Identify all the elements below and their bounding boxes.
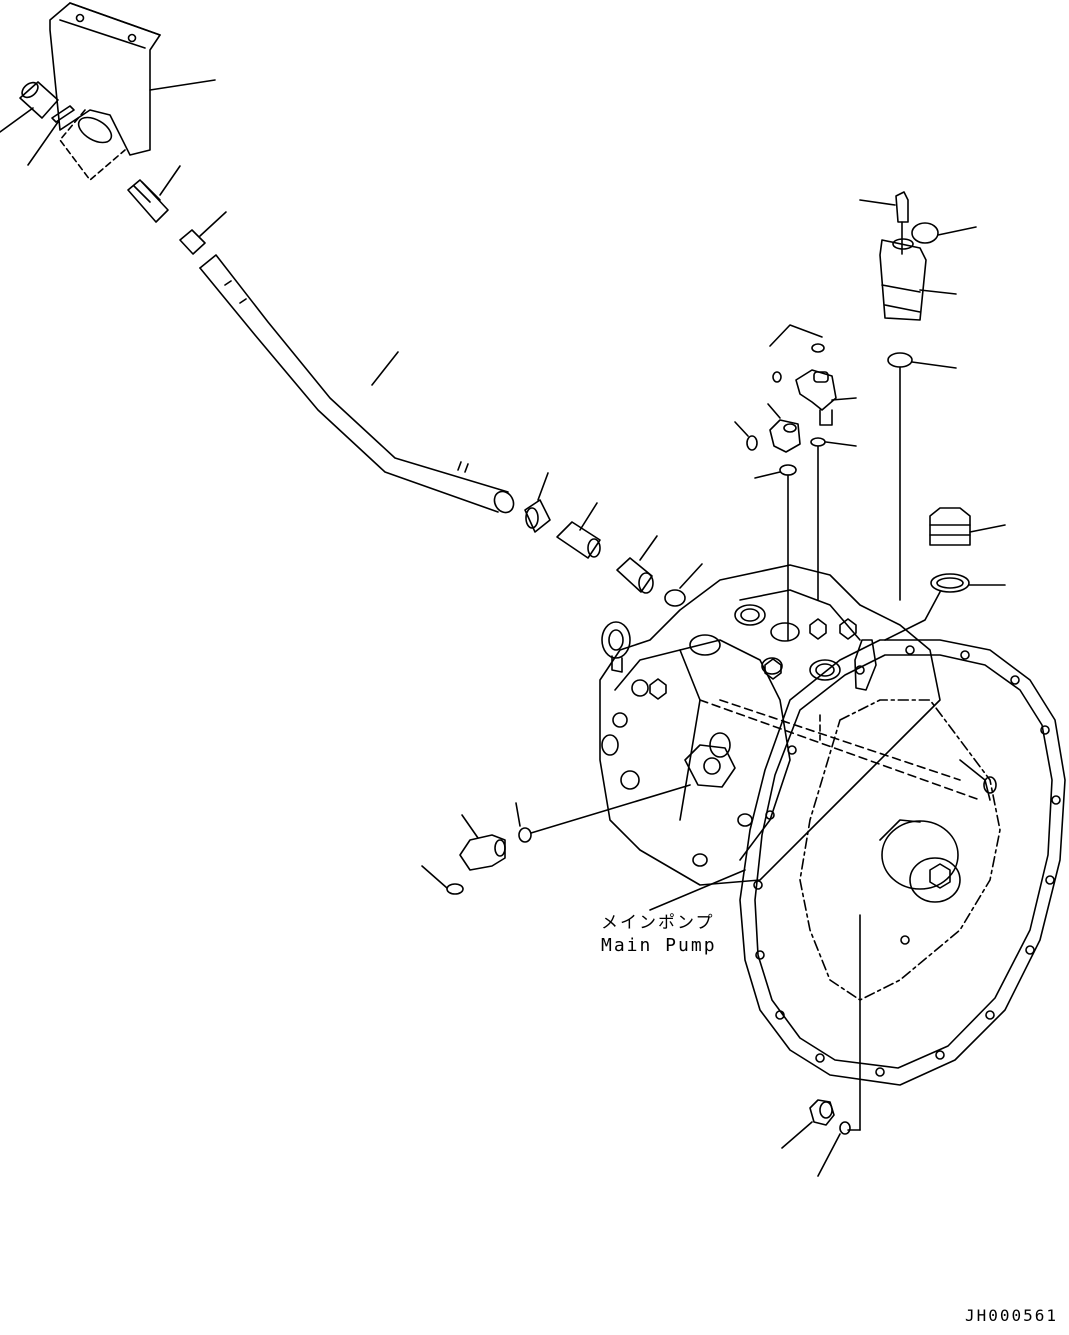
o-ring-connector	[664, 563, 703, 607]
o-ring-small-1	[769, 324, 825, 383]
plug-fitting-top-left	[0, 81, 59, 133]
o-ring-side	[515, 784, 691, 843]
o-ring-small-4	[754, 464, 797, 641]
o-ring-top-left	[27, 105, 75, 166]
o-ring-right	[884, 573, 1006, 641]
elbow-fitting-1	[795, 369, 857, 426]
elbow-fitting-2	[767, 403, 801, 453]
o-ring-side-2	[421, 865, 464, 895]
o-ring-small-3	[810, 437, 857, 601]
connector-fitting	[616, 535, 658, 594]
main-pump-label-en: Main Pump	[601, 935, 717, 956]
drain-plug	[781, 1099, 835, 1149]
pressure-sensor	[879, 238, 957, 321]
o-ring-sensor-top	[911, 222, 977, 244]
hose-clamp	[524, 472, 551, 533]
plug-right	[929, 507, 1006, 546]
adapter-nipple	[556, 502, 601, 559]
eye-bolt	[601, 621, 631, 673]
flywheel-housing	[739, 639, 1066, 1131]
o-ring-sensor-bottom	[887, 352, 957, 601]
main-pump-body	[599, 564, 981, 886]
elbow-fitting-side	[459, 814, 506, 871]
o-ring-drain	[817, 1121, 851, 1177]
hose-nipple-2	[179, 211, 227, 255]
drawing-code: JH000561	[965, 1306, 1059, 1325]
mounting-bracket	[49, 2, 216, 181]
main-pump-label-jp: メインポンプ	[601, 913, 715, 933]
hose-nipple-1	[127, 165, 181, 223]
o-ring-small-2	[734, 421, 758, 451]
main-pump-leader	[649, 869, 746, 911]
hose	[199, 254, 515, 514]
